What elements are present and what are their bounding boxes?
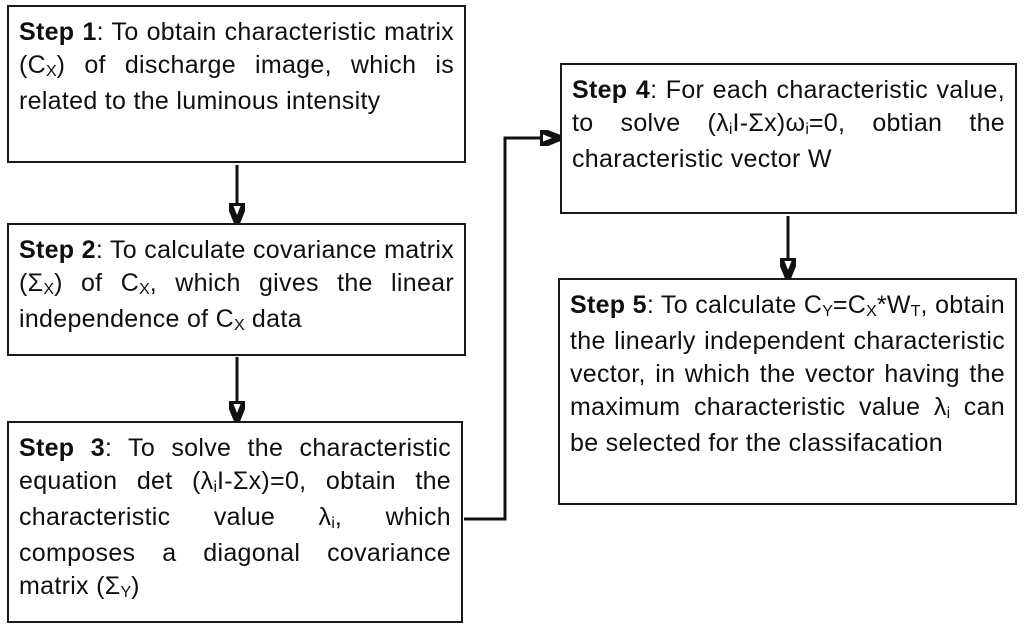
step-3-box: Step 3: To solve the characteristic equa… — [7, 421, 463, 623]
step-4-box: Step 4: For each characteristic value, t… — [560, 63, 1017, 214]
step-5-text: Step 5: To calculate CY=CX*WT, obtain th… — [570, 291, 1005, 457]
step-1-text: Step 1: To obtain characteristic matrix … — [19, 18, 454, 115]
step-4-text: Step 4: For each characteristic value, t… — [572, 76, 1005, 173]
step-5-box: Step 5: To calculate CY=CX*WT, obtain th… — [558, 278, 1017, 505]
step-2-text: Step 2: To calculate covariance matrix (… — [19, 236, 455, 334]
step-2-box: Step 2: To calculate covariance matrix (… — [7, 223, 466, 356]
step-3-text: Step 3: To solve the characteristic equa… — [19, 434, 451, 601]
elbow-arrow-step3-to-step4 — [464, 138, 542, 521]
step-1-box: Step 1: To obtain characteristic matrix … — [7, 5, 466, 163]
